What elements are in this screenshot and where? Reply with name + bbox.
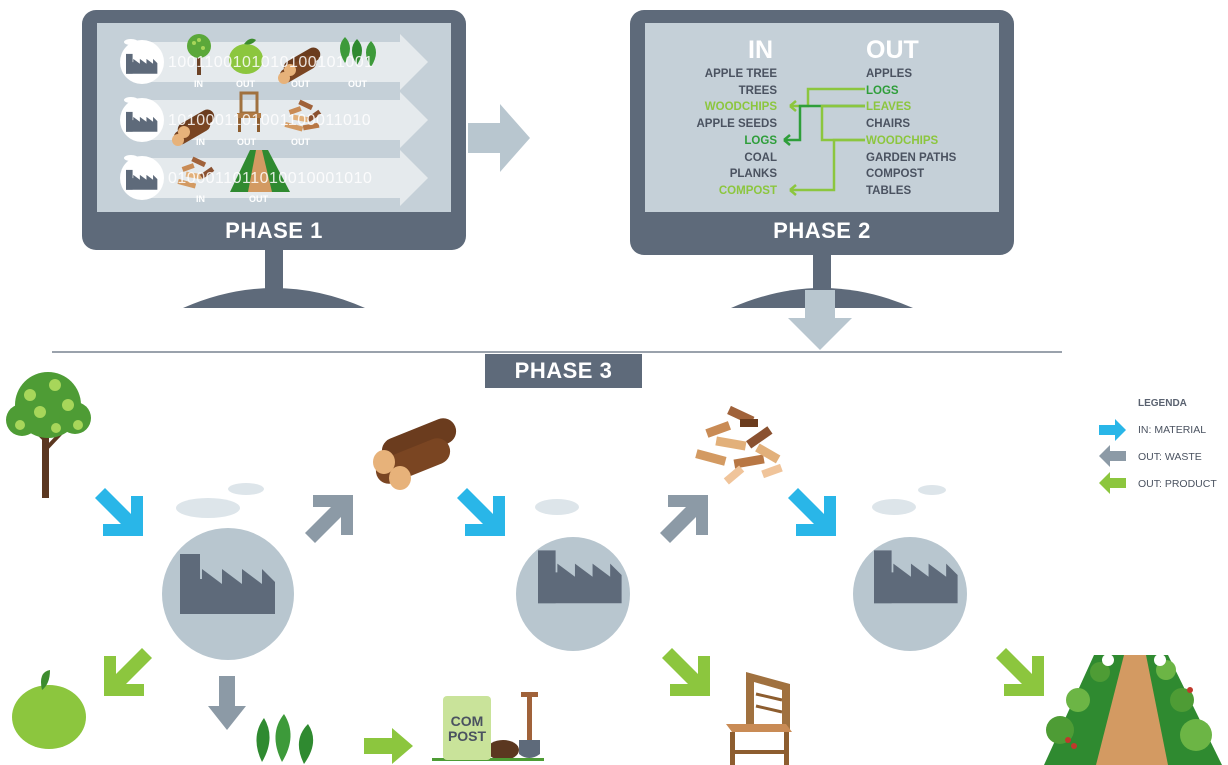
garden-path-icon bbox=[230, 150, 290, 192]
binary-row-2: 1010001101001100011010 bbox=[168, 112, 372, 129]
logs-icon bbox=[172, 109, 215, 146]
pill-label: OUT bbox=[291, 79, 310, 89]
in-item: COAL bbox=[744, 151, 777, 164]
legend-arrow-in bbox=[1099, 419, 1126, 441]
arrow-in-material bbox=[457, 488, 505, 536]
out-item: TABLES bbox=[866, 184, 912, 197]
legend-arrow-waste bbox=[1099, 445, 1126, 467]
pill-label: IN bbox=[196, 194, 205, 204]
logs-icon bbox=[278, 47, 321, 84]
phase2-connectors bbox=[783, 87, 865, 196]
out-item: GARDEN PATHS bbox=[866, 151, 957, 164]
out-item: LOGS bbox=[866, 84, 899, 97]
binary-row-3: 0100011011010010001010 bbox=[168, 170, 373, 187]
legend-item-product: OUT: PRODUCT bbox=[1138, 478, 1217, 490]
arrow-out-waste bbox=[208, 676, 246, 730]
pill-label: IN bbox=[196, 137, 205, 147]
chair-icon bbox=[726, 672, 792, 765]
legend-arrow-product bbox=[1099, 472, 1126, 494]
garden-path-icon bbox=[1044, 654, 1222, 765]
woodchips-icon bbox=[695, 405, 783, 485]
out-item: CHAIRS bbox=[866, 118, 911, 131]
legend-item-waste: OUT: WASTE bbox=[1138, 451, 1202, 463]
out-item: WOODCHIPS bbox=[866, 134, 939, 147]
in-item: APPLE TREE bbox=[704, 68, 777, 80]
apple-icon bbox=[229, 38, 263, 74]
apple-tree-icon bbox=[6, 372, 91, 498]
pill-label: IN bbox=[194, 79, 203, 89]
logs-icon bbox=[373, 418, 457, 490]
arrow-out-product bbox=[364, 728, 413, 764]
pill-label: OUT bbox=[291, 137, 310, 147]
binary-row-1: 1001100101010100101001 bbox=[168, 54, 374, 71]
phase2-label: PHASE 2 bbox=[773, 218, 871, 243]
in-item: TREES bbox=[738, 84, 777, 97]
in-item: LOGS bbox=[744, 134, 777, 147]
legend-title: LEGENDA bbox=[1138, 398, 1187, 409]
arrow-phase1-to-phase2 bbox=[468, 104, 530, 172]
in-header: IN bbox=[748, 36, 773, 64]
arrow-in-material bbox=[95, 488, 143, 536]
arrow-out-product bbox=[996, 648, 1044, 696]
factory-3 bbox=[853, 485, 967, 651]
factory-2 bbox=[516, 499, 630, 651]
arrow-out-waste bbox=[305, 495, 353, 543]
pill-label: OUT bbox=[249, 194, 268, 204]
in-list: APPLE TREE TREES WOODCHIPS APPLE SEEDS L… bbox=[660, 66, 777, 200]
phase1-label: PHASE 1 bbox=[225, 218, 323, 243]
compost-line-2: POST bbox=[447, 728, 487, 744]
in-item: COMPOST bbox=[718, 184, 777, 197]
leaves-icon bbox=[340, 37, 376, 67]
arrow-out-product bbox=[104, 648, 152, 696]
arrow-out-product bbox=[662, 648, 710, 696]
woodchips-icon bbox=[284, 99, 322, 132]
phase3-label: PHASE 3 bbox=[514, 358, 613, 383]
in-item: PLANKS bbox=[729, 168, 777, 181]
out-list: APPLES LOGS LEAVES CHAIRS WOODCHIPS GARD… bbox=[866, 66, 991, 200]
in-item: APPLE SEEDS bbox=[696, 118, 777, 131]
pill-label: OUT bbox=[237, 137, 256, 147]
out-item: LEAVES bbox=[866, 101, 912, 114]
apple-tree-icon bbox=[187, 34, 211, 75]
in-item: WOODCHIPS bbox=[704, 101, 777, 114]
arrow-in-material bbox=[788, 488, 836, 536]
arrow-phase2-to-phase3 bbox=[788, 290, 852, 350]
compost-line-1: COM bbox=[450, 713, 484, 729]
apple-icon bbox=[12, 670, 86, 749]
out-item: APPLES bbox=[866, 68, 913, 80]
woodchips-icon bbox=[177, 156, 215, 189]
factory-1 bbox=[162, 483, 294, 660]
legend-item-in: IN: MATERIAL bbox=[1138, 424, 1207, 436]
out-header: OUT bbox=[866, 36, 919, 64]
compost-label: COM POST bbox=[443, 714, 491, 744]
out-item: COMPOST bbox=[866, 168, 925, 181]
compost-bag bbox=[443, 696, 491, 760]
leaves-icon bbox=[256, 714, 314, 764]
pill-label: OUT bbox=[348, 79, 367, 89]
pill-label: OUT bbox=[236, 79, 255, 89]
arrow-out-waste bbox=[660, 495, 708, 543]
chair-icon bbox=[237, 91, 261, 132]
